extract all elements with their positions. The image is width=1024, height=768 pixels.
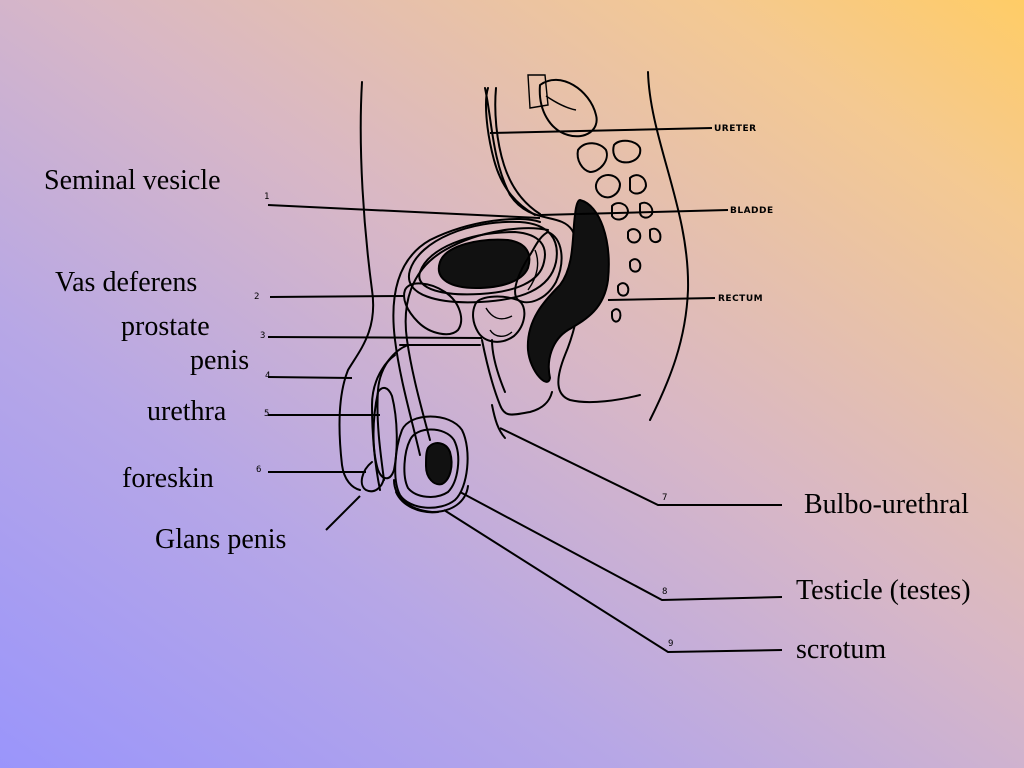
glans-shape [372, 386, 398, 480]
label-testicle: Testicle (testes) [796, 575, 971, 606]
penis-shaft [376, 344, 409, 481]
vas-deferens-loop [392, 218, 541, 456]
leader-number-markers: 1 2 3 4 5 6 7 8 9 [254, 192, 673, 649]
label-bulbo-urethral: Bulbo-urethral [804, 489, 969, 520]
leader-lines-right [443, 127, 783, 654]
number-marker-6: 6 [256, 465, 261, 475]
front-body-contour [338, 81, 375, 491]
foreskin-shape [360, 461, 385, 493]
testicle [394, 415, 469, 509]
rectum-shape [526, 198, 610, 383]
number-marker-1: 1 [264, 192, 269, 202]
number-marker-4: 4 [265, 371, 270, 381]
number-marker-2: 2 [254, 292, 259, 302]
label-vas-deferens: Vas deferens [55, 267, 198, 298]
number-marker-5: 5 [264, 409, 269, 419]
ureter-tag: URETER [714, 124, 757, 134]
rectum-tag: RECTUM [718, 294, 763, 304]
bladder-tag: BLADDE [730, 206, 774, 216]
label-scrotum: scrotum [796, 634, 887, 665]
back-body-contour [647, 71, 690, 421]
vas-pouch [403, 282, 463, 336]
number-marker-8: 8 [662, 587, 667, 597]
ureter [485, 87, 536, 216]
urethra-line [481, 339, 553, 416]
number-marker-7: 7 [662, 493, 667, 503]
label-seminal-vesicle: Seminal vesicle [44, 165, 221, 196]
leader-lines-left [267, 204, 541, 531]
label-prostate: prostate [121, 311, 210, 342]
label-glans-penis: Glans penis [155, 524, 287, 555]
number-marker-9: 9 [668, 639, 673, 649]
bladder [407, 220, 558, 304]
prostate-shape [472, 295, 526, 343]
label-penis: penis [190, 345, 250, 376]
label-foreskin: foreskin [122, 463, 214, 494]
number-marker-3: 3 [260, 331, 265, 341]
label-urethra: urethra [147, 396, 227, 427]
